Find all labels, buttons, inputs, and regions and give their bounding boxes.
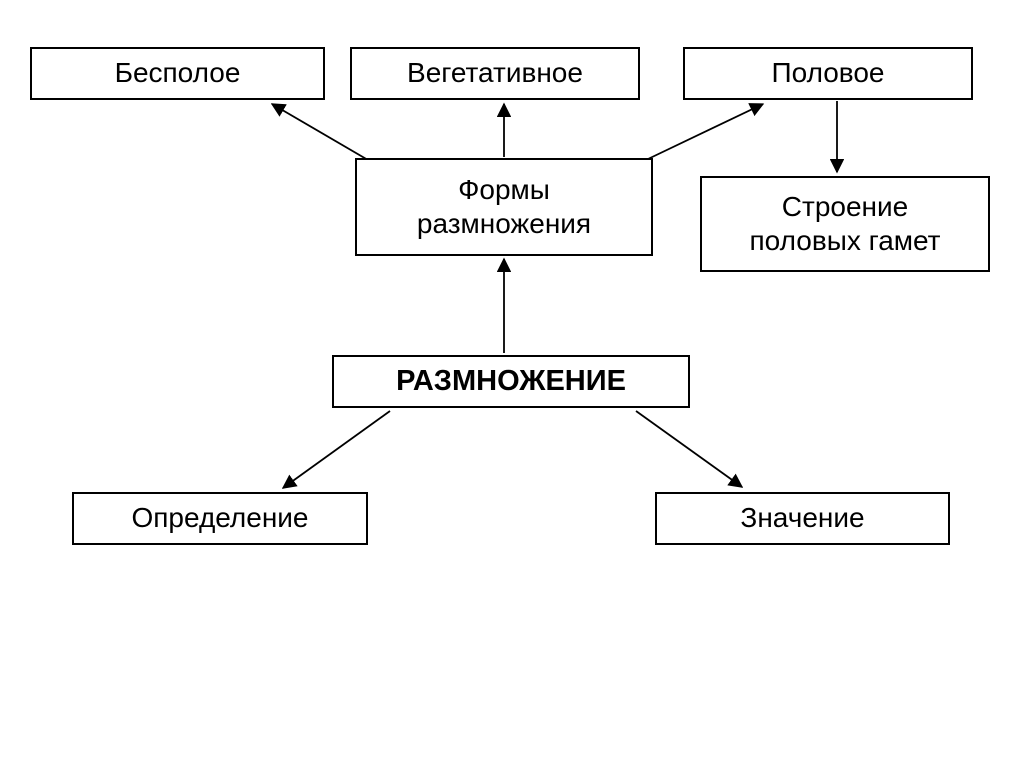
node-sexual: Половое [683,47,973,100]
node-asexual-label: Бесполое [114,57,241,89]
arrow-forms-to-asexual [270,103,369,161]
node-reproduction: РАЗМНОЖЕНИЕ [332,355,690,408]
node-definition: Определение [72,492,368,545]
node-gamete-structure-label: Строение половых гамет [749,190,941,256]
node-forms-of-reproduction-label: Формы размножения [416,173,592,239]
arrow-reproduction-to-significance [635,410,744,488]
node-definition-label: Определение [131,502,309,534]
node-sexual-label: Половое [771,57,885,89]
node-reproduction-label: РАЗМНОЖЕНИЕ [396,364,626,397]
node-vegetative-label: Вегетативное [407,57,583,89]
node-significance-label: Значение [740,502,865,534]
node-vegetative: Вегетативное [350,47,640,100]
node-asexual: Бесполое [30,47,325,100]
node-gamete-structure: Строение половых гамет [700,176,990,272]
node-significance: Значение [655,492,950,545]
node-forms-of-reproduction: Формы размножения [355,158,653,256]
arrow-reproduction-to-definition [281,410,391,489]
arrow-forms-to-sexual [647,103,765,160]
